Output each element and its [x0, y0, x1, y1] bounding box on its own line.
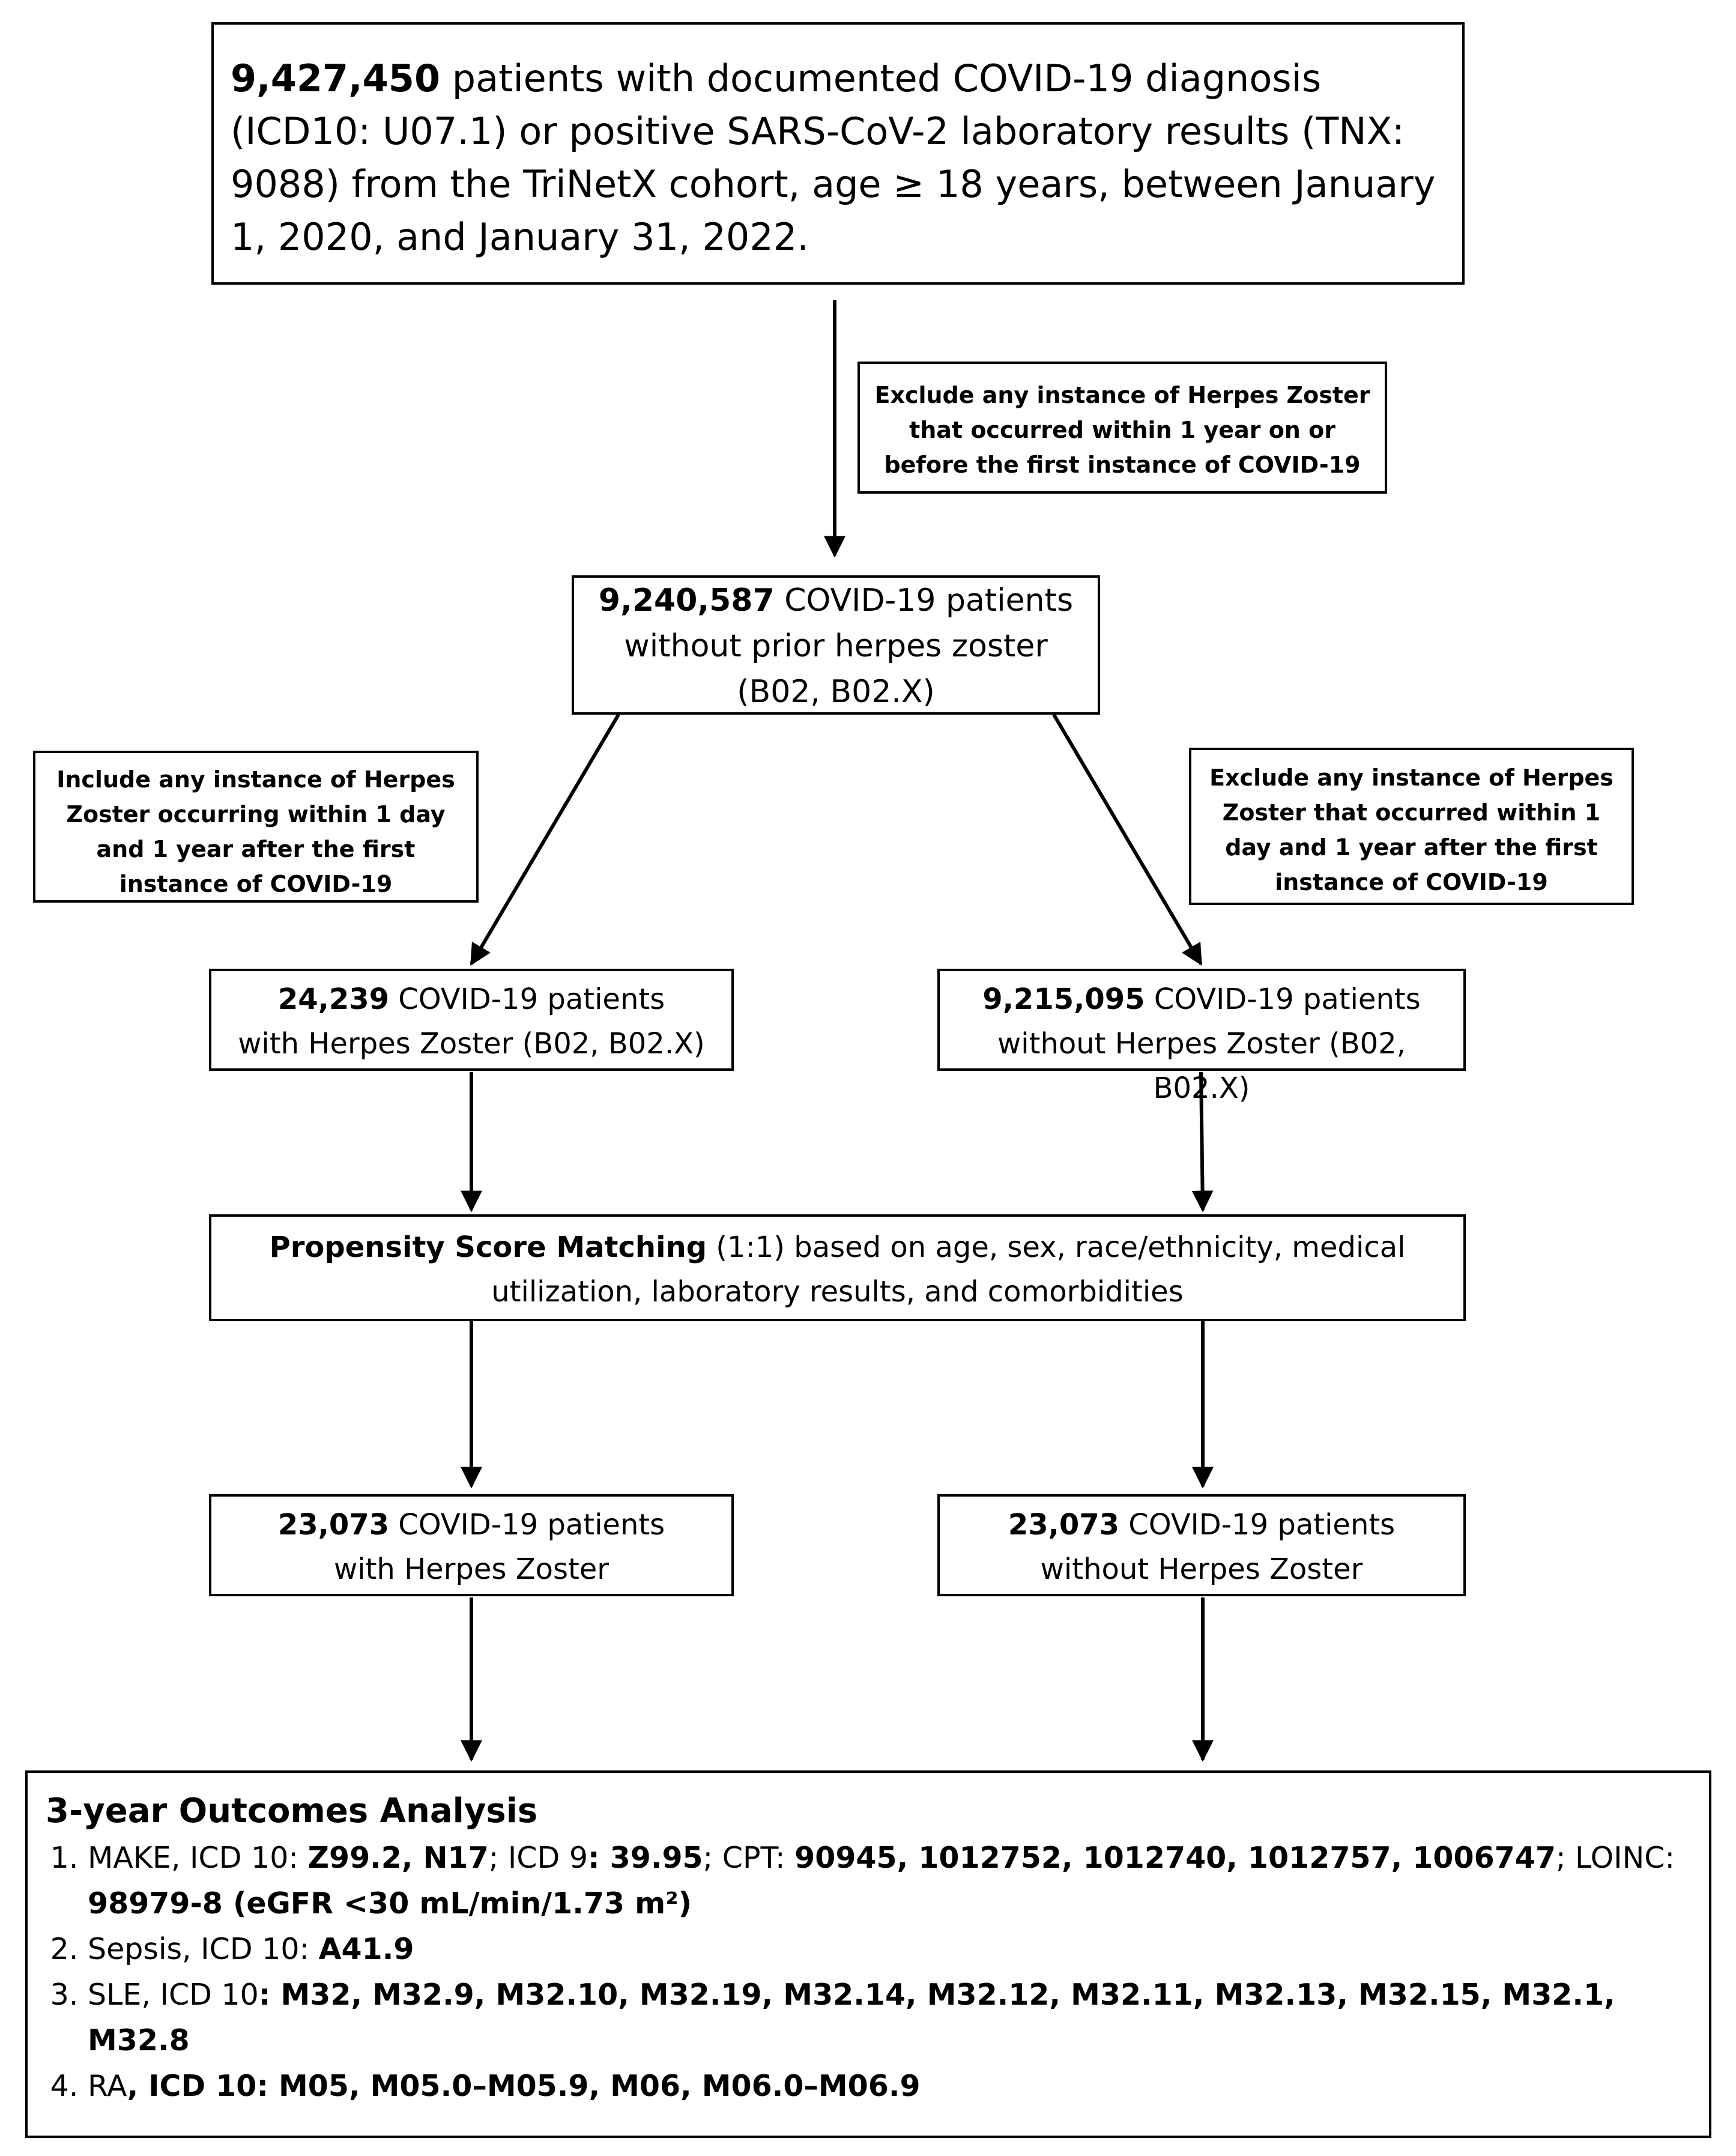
with-hz-line2: with Herpes Zoster (B02, B02.X) [238, 1027, 705, 1061]
matched-without-line1: 23,073 COVID-19 patients [1008, 1508, 1396, 1542]
no-prior-line2: without prior herpes zoster [624, 628, 1048, 664]
matched-without-box: 23,073 COVID-19 patients without Herpes … [937, 1494, 1466, 1596]
no-prior-hz-box: 9,240,587 COVID-19 patients without prio… [572, 575, 1100, 715]
exclude-prior-text: Exclude any instance of Herpes Zoster th… [874, 382, 1370, 478]
matched-with-count: 23,073 [277, 1508, 390, 1542]
with-hz-line1: 24,239 COVID-19 patients [277, 983, 665, 1016]
outcome-ra: RA, ICD 10: M05, M05.0–M05.9, M06, M06.0… [88, 2064, 1691, 2109]
psm-description: (1:1) based on age, sex, race/ethnicity,… [491, 1231, 1406, 1309]
top-count: 9,427,450 [231, 56, 441, 100]
no-prior-count: 9,240,587 [598, 583, 775, 619]
matched-with-line1: 23,073 COVID-19 patients [277, 1508, 665, 1542]
outcomes-box: 3-year Outcomes Analysis MAKE, ICD 10: Z… [25, 1770, 1711, 2138]
outcomes-list: MAKE, ICD 10: Z99.2, N17; ICD 9: 39.95; … [46, 1835, 1691, 2109]
top-description: patients with documented COVID-19 diagno… [231, 56, 1436, 259]
arrow-no-prior-to-with-hz [470, 713, 620, 966]
include-hz-text: Include any instance of Herpes Zoster oc… [56, 766, 455, 897]
no-prior-line1: 9,240,587 COVID-19 patients [598, 583, 1074, 619]
matched-without-line2: without Herpes Zoster [1040, 1552, 1363, 1586]
without-hz-line1: 9,215,095 COVID-19 patients [982, 983, 1421, 1016]
without-hz-line2: without Herpes Zoster (B02, B02.X) [997, 1027, 1406, 1105]
top-cohort-box: 9,427,450 patients with documented COVID… [211, 22, 1465, 285]
with-hz-count: 24,239 [277, 983, 390, 1016]
without-hz-box: 9,215,095 COVID-19 patients without Herp… [937, 969, 1466, 1105]
arrow-without-hz-to-psm [1191, 1071, 1214, 1213]
outcomes-title: 3-year Outcomes Analysis [46, 1791, 538, 1830]
outcome-sepsis: Sepsis, ICD 10: A41.9 [88, 1927, 1691, 1972]
exclude-prior-box: Exclude any instance of Herpes Zoster th… [857, 362, 1387, 494]
exclude-hz-text: Exclude any instance of Herpes Zoster th… [1209, 765, 1614, 895]
without-hz-count: 9,215,095 [982, 983, 1145, 1016]
matched-without-count: 23,073 [1008, 1508, 1120, 1542]
with-hz-box: 24,239 COVID-19 patients with Herpes Zos… [209, 969, 734, 1071]
outcome-make: MAKE, ICD 10: Z99.2, N17; ICD 9: 39.95; … [88, 1835, 1691, 1927]
no-prior-line3: (B02, B02.X) [737, 674, 935, 710]
exclude-hz-box: Exclude any instance of Herpes Zoster th… [1189, 748, 1634, 905]
include-hz-box: Include any instance of Herpes Zoster oc… [33, 751, 479, 903]
matched-with-line2: with Herpes Zoster [333, 1552, 609, 1586]
arrow-no-prior-to-without-hz [1052, 713, 1203, 966]
psm-title: Propensity Score Matching [269, 1231, 707, 1264]
psm-box: Propensity Score Matching (1:1) based on… [209, 1214, 1466, 1321]
matched-with-box: 23,073 COVID-19 patients with Herpes Zos… [209, 1494, 734, 1596]
outcome-sle: SLE, ICD 10: M32, M32.9, M32.10, M32.19,… [88, 1972, 1691, 2064]
